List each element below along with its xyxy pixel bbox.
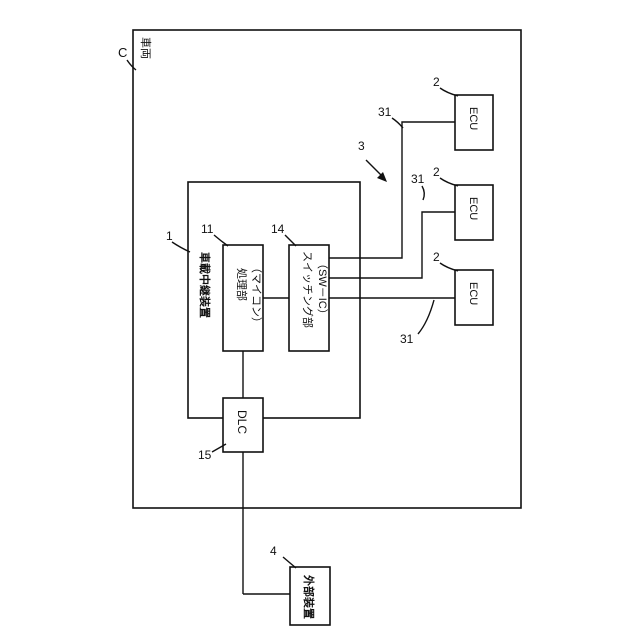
relay-device-label: 車載中継装置: [198, 252, 212, 318]
ecu-ref-3: 2: [433, 250, 440, 264]
ecu-label-1: ECU: [467, 107, 479, 130]
switch-ref: 14: [271, 222, 285, 236]
switch-label: スイッチング部: [301, 251, 315, 328]
external-device-ref: 4: [270, 544, 277, 558]
processor-label: 処理部: [235, 268, 249, 301]
processor-ref: 11: [201, 222, 214, 236]
ecu-ref-1: 2: [433, 75, 440, 89]
processor-sublabel: （マイコン）: [250, 262, 263, 328]
vehicle-ref: C: [118, 45, 127, 60]
ecu-label-2: ECU: [467, 197, 479, 220]
line-ref-1: 31: [378, 105, 392, 119]
line-ref-3: 31: [400, 332, 414, 346]
switch-sublabel: （SW－IC）: [316, 258, 329, 320]
external-device-label: 外部装置: [302, 574, 316, 619]
line-ref-2: 31: [411, 172, 425, 186]
ecu-label-3: ECU: [467, 282, 479, 305]
relay-device-ref: 1: [166, 229, 173, 243]
vehicle-label: 車両: [139, 37, 153, 59]
ecu-ref-2: 2: [433, 165, 440, 179]
network-ref: 3: [358, 139, 365, 153]
dlc-label: DLC: [235, 410, 249, 434]
relay-device-box: [188, 182, 360, 418]
dlc-ref: 15: [198, 448, 212, 462]
